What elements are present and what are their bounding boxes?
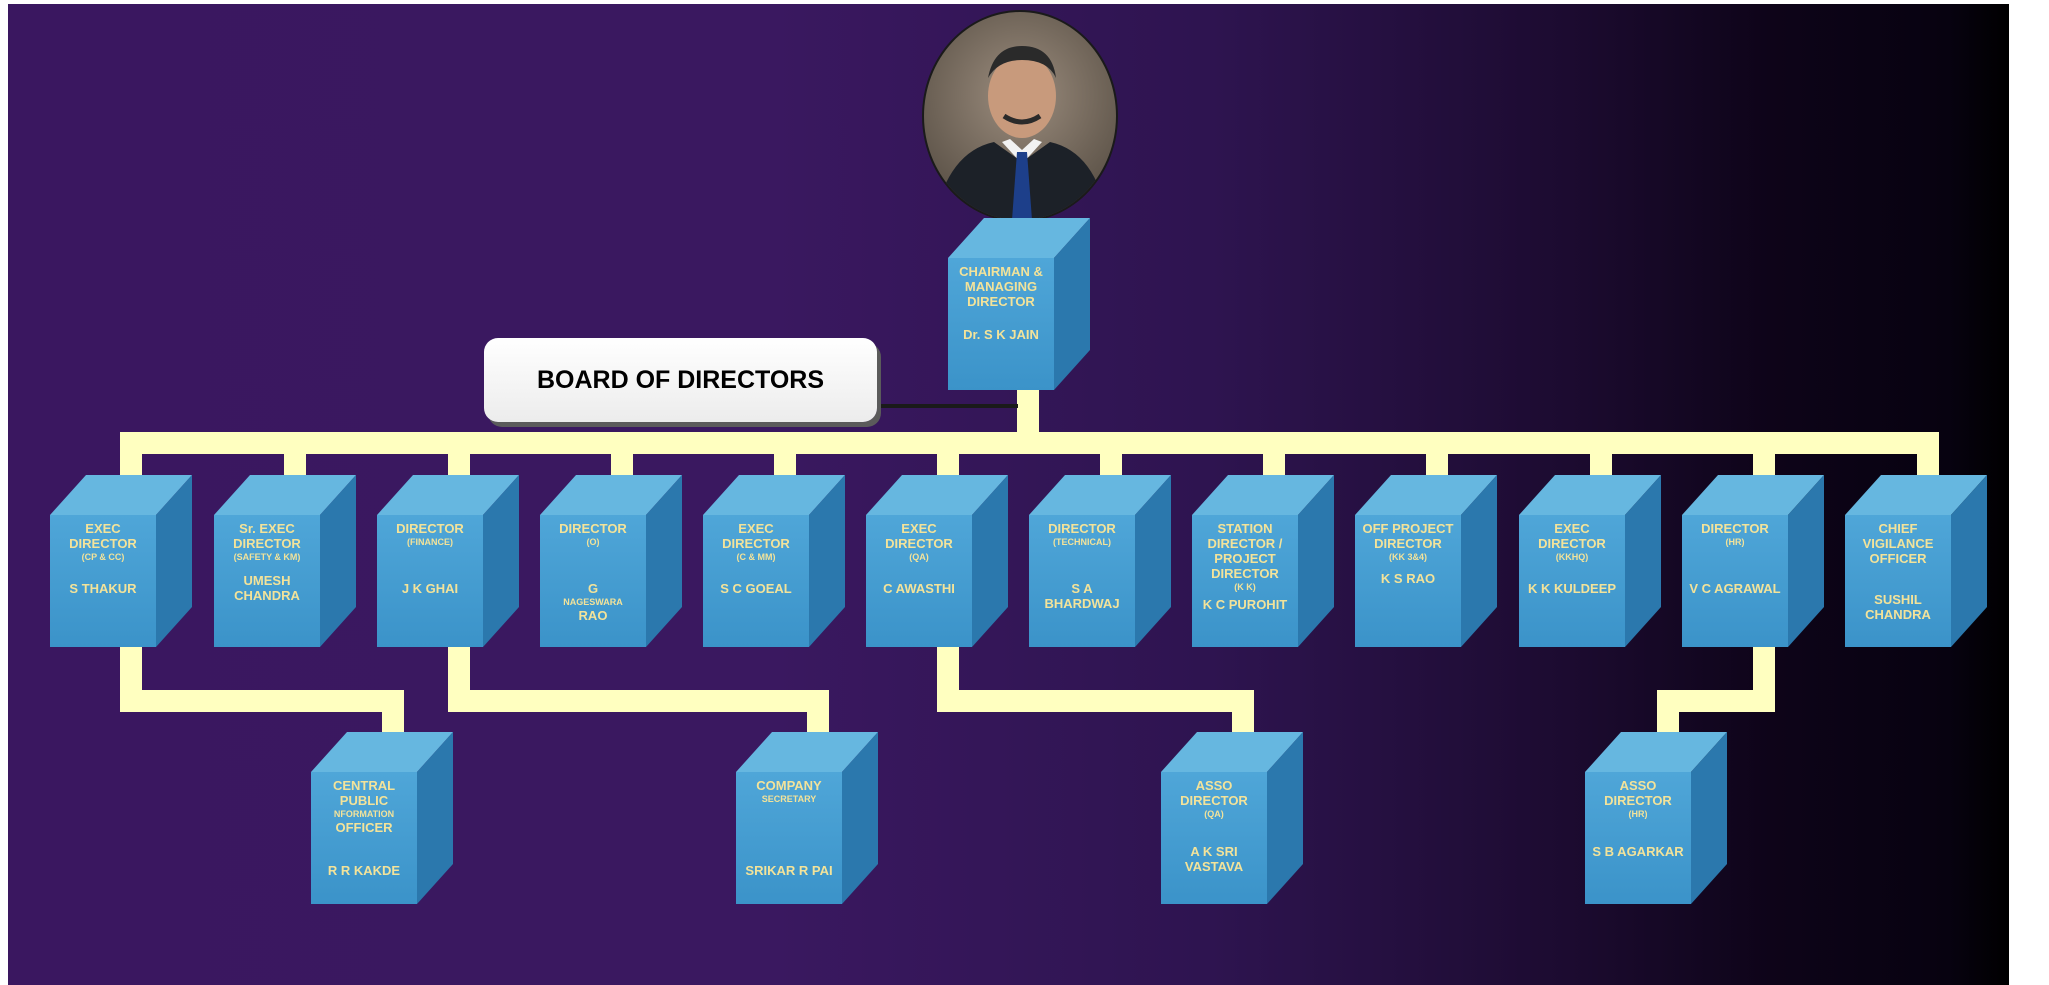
director-title: DIRECTOR [1701, 521, 1769, 536]
connector-drop-5 [774, 432, 796, 476]
subordinate-box-2: COMPANY SECRETARY SRIKAR R PAI [736, 732, 878, 904]
director-portfolio: (KK 3&4) [1388, 552, 1427, 562]
chairman-photo [922, 10, 1118, 222]
connector-sub-3-b [937, 690, 1254, 712]
subordinate-name: SRIKAR R PAI [745, 863, 833, 878]
director-title: EXEC DIRECTOR [722, 521, 790, 551]
subordinate-name: R R KAKDE [327, 863, 401, 878]
subordinate-box-3: ASSO DIRECTOR (QA) A K SRI VASTAVA [1161, 732, 1303, 904]
director-portfolio: (C & MM) [736, 552, 776, 562]
subordinate-title: COMPANY [756, 778, 822, 793]
director-box-1: EXEC DIRECTOR (CP & CC) S THAKUR [50, 475, 192, 647]
director-portfolio: (SAFETY & KM) [233, 552, 301, 562]
box-face: CHAIRMAN & MANAGING DIRECTOR Dr. S K JAI… [948, 258, 1054, 390]
connector-sub-2-c [807, 690, 829, 734]
director-name-last: RAO [578, 608, 608, 623]
connector-drop-12 [1917, 432, 1939, 476]
connector-drop-10 [1590, 432, 1612, 476]
director-name: S THAKUR [69, 581, 137, 596]
director-box-8: STATION DIRECTOR / PROJECT DIRECTOR (K K… [1192, 475, 1334, 647]
connector-sub-4-c [1657, 690, 1679, 734]
subordinate-subtitle: (QA) [1204, 809, 1224, 819]
connector-drop-9 [1426, 432, 1448, 476]
director-name: K S RAO [1380, 571, 1436, 586]
subordinate-subtitle: (HR) [1628, 809, 1648, 819]
director-name-middle: NAGESWARA [563, 597, 623, 607]
connector-drop-2 [284, 432, 306, 476]
chairman-name: Dr. S K JAIN [963, 327, 1039, 342]
director-name: S C GOEAL [720, 581, 792, 596]
subordinate-name: A K SRI VASTAVA [1184, 844, 1244, 874]
connector-sub-2-b [448, 690, 829, 712]
director-title: DIRECTOR [1048, 521, 1116, 536]
subordinate-title: ASSO DIRECTOR [1604, 778, 1672, 808]
director-portfolio: (K K) [1234, 582, 1256, 592]
director-portfolio: (HR) [1725, 537, 1745, 547]
director-portfolio: (TECHNICAL) [1053, 537, 1111, 547]
director-box-11: DIRECTOR (HR) V C AGRAWAL [1682, 475, 1824, 647]
director-box-4: DIRECTOR (O) G NAGESWARA RAO [540, 475, 682, 647]
board-of-directors-label: BOARD OF DIRECTORS [484, 338, 877, 422]
connector-drop-6 [937, 432, 959, 476]
director-title: DIRECTOR [559, 521, 627, 536]
slide-edge [2009, 0, 2049, 985]
director-portfolio: (O) [586, 537, 600, 547]
connector-drop-3 [448, 432, 470, 476]
director-portfolio: (CP & CC) [81, 552, 125, 562]
director-box-10: EXEC DIRECTOR (KKHQ) K K KULDEEP [1519, 475, 1661, 647]
director-name: S A BHARDWAJ [1044, 581, 1120, 611]
subordinate-box-1: CENTRAL PUBLIC NFORMATION OFFICER R R KA… [311, 732, 453, 904]
subordinate-title: CENTRAL PUBLIC [332, 778, 396, 808]
chairman-box: CHAIRMAN & MANAGING DIRECTOR Dr. S K JAI… [948, 218, 1090, 390]
director-box-6: EXEC DIRECTOR (QA) C AWASTHI [866, 475, 1008, 647]
director-box-5: EXEC DIRECTOR (C & MM) S C GOEAL [703, 475, 845, 647]
director-title: EXEC DIRECTOR [885, 521, 953, 551]
director-title: STATION DIRECTOR / PROJECT DIRECTOR [1207, 521, 1283, 581]
subordinate-subtitle: SECRETARY [761, 794, 817, 804]
connector-sub-4-b [1657, 690, 1775, 712]
subordinate-box-4: ASSO DIRECTOR (HR) S B AGARKAR [1585, 732, 1727, 904]
person-portrait-icon [934, 46, 1108, 220]
director-title: CHIEF VIGILANCE OFFICER [1862, 521, 1934, 566]
connector-sub-3-c [1232, 690, 1254, 734]
director-name: J K GHAI [401, 581, 459, 596]
director-name: SUSHIL CHANDRA [1865, 592, 1931, 622]
connector-sub-1-c [382, 690, 404, 734]
director-portfolio: (FINANCE) [407, 537, 453, 547]
director-title: Sr. EXEC DIRECTOR [233, 521, 301, 551]
connector-drop-1 [120, 432, 142, 476]
director-name: V C AGRAWAL [1689, 581, 1781, 596]
director-name: C AWASTHI [883, 581, 955, 596]
subordinate-name: S B AGARKAR [1592, 844, 1684, 859]
subordinate-title: ASSO DIRECTOR [1180, 778, 1248, 808]
director-box-12: CHIEF VIGILANCE OFFICER SUSHIL CHANDRA [1845, 475, 1987, 647]
subordinate-title-middle: NFORMATION [333, 809, 395, 819]
director-box-9: OFF PROJECT DIRECTOR (KK 3&4) K S RAO [1355, 475, 1497, 647]
director-name: G [587, 581, 599, 596]
director-name: UMESH CHANDRA [234, 573, 300, 603]
director-title: OFF PROJECT DIRECTOR [1362, 521, 1454, 551]
connector-main-bus [120, 432, 1938, 454]
connector-drop-7 [1100, 432, 1122, 476]
connector-drop-11 [1753, 432, 1775, 476]
director-box-3: DIRECTOR (FINANCE) J K GHAI [377, 475, 519, 647]
director-box-7: DIRECTOR (TECHNICAL) S A BHARDWAJ [1029, 475, 1171, 647]
director-name: K C PUROHIT [1202, 597, 1288, 612]
director-name: K K KULDEEP [1527, 581, 1617, 596]
director-title: EXEC DIRECTOR [1538, 521, 1606, 551]
director-title: DIRECTOR [396, 521, 464, 536]
connector-drop-8 [1263, 432, 1285, 476]
director-title: EXEC DIRECTOR [69, 521, 137, 551]
director-portfolio: (KKHQ) [1555, 552, 1589, 562]
director-box-2: Sr. EXEC DIRECTOR (SAFETY & KM) UMESH CH… [214, 475, 356, 647]
subordinate-title-last: OFFICER [335, 820, 393, 835]
connector-sub-1-b [120, 690, 404, 712]
chairman-title: CHAIRMAN & MANAGING DIRECTOR [959, 264, 1043, 309]
connector-chairman-stem [1017, 385, 1039, 436]
director-portfolio: (QA) [909, 552, 929, 562]
connector-drop-4 [611, 432, 633, 476]
